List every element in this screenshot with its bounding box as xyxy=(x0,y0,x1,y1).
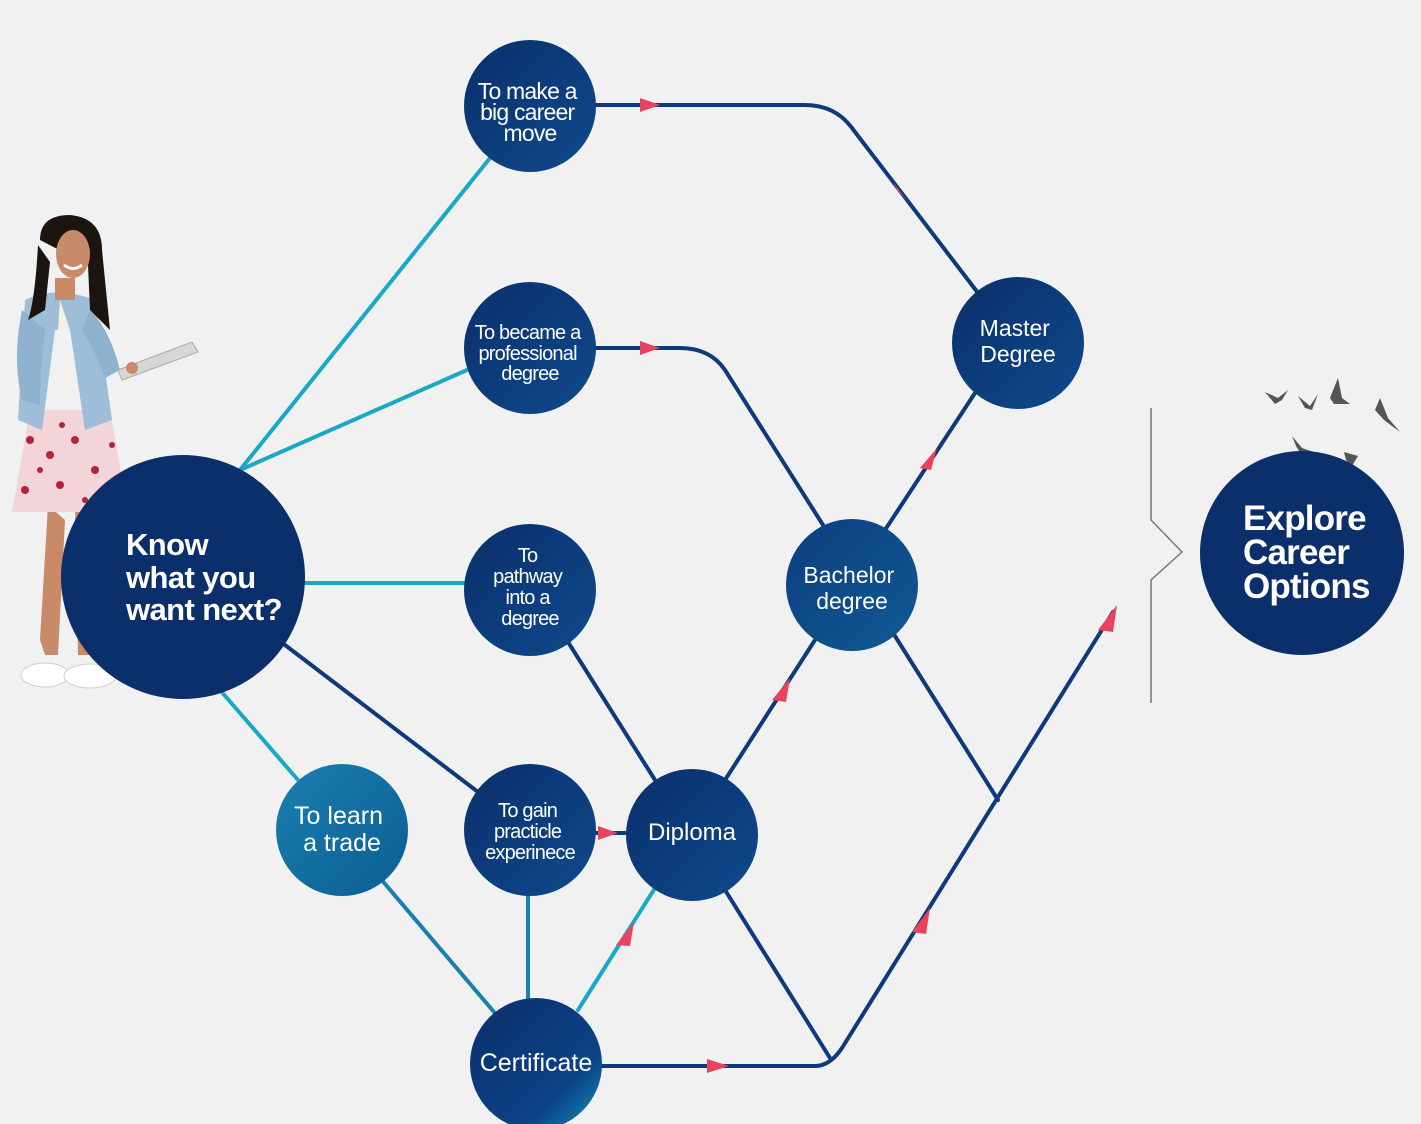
line-know-to-gain-exp xyxy=(283,643,480,794)
node-professional-degree: To became a professional degree xyxy=(464,282,596,414)
arrow-icon xyxy=(640,341,660,355)
arrow-icon xyxy=(707,1059,729,1073)
line-diploma-to-junction xyxy=(723,888,832,1060)
node-certificate: Certificate xyxy=(470,998,602,1124)
node-know-what-you-want-next: Know what you want next? xyxy=(61,455,305,699)
node-gain-experience: To gain practicle experinece xyxy=(464,764,596,896)
node-pathway-degree-label: To pathway into a degree xyxy=(493,545,567,630)
line-professional-to-bachelor xyxy=(593,346,825,527)
node-pathway-degree: To pathway into a degree xyxy=(464,524,596,656)
arrow-icon xyxy=(772,678,790,702)
arrow-icon xyxy=(893,182,908,202)
node-professional-degree-label: To became a professional degree xyxy=(475,322,585,385)
node-know-label: Know what you want next? xyxy=(125,527,282,627)
line-diploma-to-bachelor xyxy=(723,638,817,782)
arrow-icon xyxy=(1098,605,1117,632)
node-master-degree-label: Master Degree xyxy=(980,315,1057,367)
arrow-icon xyxy=(598,826,618,840)
node-career-move: To make a big career move xyxy=(464,40,596,172)
node-diploma-label: Diploma xyxy=(648,819,737,846)
arrow-icon xyxy=(920,448,937,470)
bracket-divider xyxy=(1150,408,1184,703)
direction-arrows xyxy=(598,98,1117,1073)
line-career-move-to-master xyxy=(593,103,980,295)
explore-career-options-button[interactable]: Explore Career Options xyxy=(1200,451,1404,655)
node-bachelor-degree-label: Bachelor degree xyxy=(803,562,900,614)
arrow-icon xyxy=(912,908,930,934)
node-learn-trade-label: To learn a trade xyxy=(294,802,390,857)
explore-career-options-label: Explore Career Options xyxy=(1243,499,1375,606)
student-with-tablet-illustration xyxy=(12,215,199,689)
arrow-icon xyxy=(640,98,660,112)
line-pathway-to-diploma xyxy=(566,640,657,782)
line-bachelor-to-junction xyxy=(893,634,1000,802)
node-career-move-label: To make a big career move xyxy=(478,78,583,146)
line-know-to-professional xyxy=(238,368,469,472)
connector-lines xyxy=(218,103,1115,1068)
line-certificate-to-diploma xyxy=(576,886,657,1012)
line-certificate-to-explore xyxy=(598,610,1115,1068)
line-learn-trade-to-certificate xyxy=(378,876,496,1014)
arrow-icon xyxy=(616,922,634,946)
node-gain-experience-label: To gain practicle experinece xyxy=(485,800,576,864)
node-bachelor-degree: Bachelor degree xyxy=(786,519,918,651)
node-learn-trade: To learn a trade xyxy=(276,764,408,896)
node-diploma: Diploma xyxy=(626,769,758,901)
line-know-to-learn-trade xyxy=(218,688,300,782)
line-know-to-career-move xyxy=(238,156,492,472)
node-master-degree: Master Degree xyxy=(952,277,1084,409)
node-certificate-label: Certificate xyxy=(480,1049,593,1077)
